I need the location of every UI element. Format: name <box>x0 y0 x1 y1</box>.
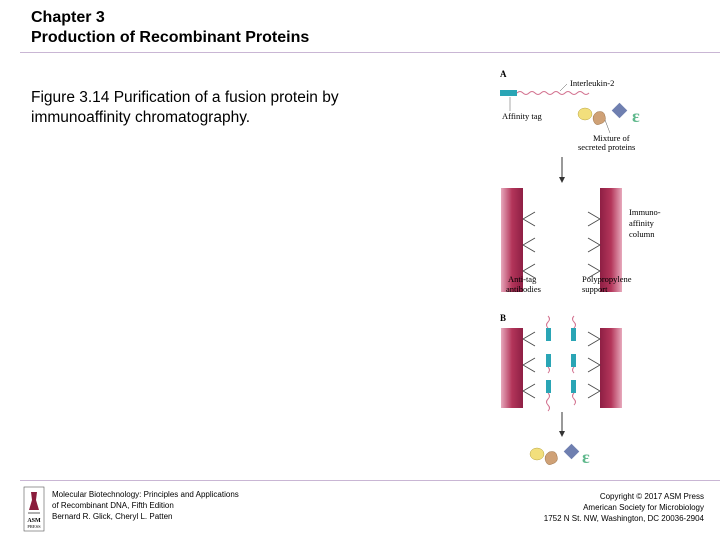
book-title: Molecular Biotechnology: Principles and … <box>52 490 239 499</box>
immuno-label-3: column <box>629 229 655 239</box>
column-left-a <box>501 188 523 292</box>
book-authors: Bernard R. Glick, Cheryl L. Patten <box>52 512 173 521</box>
column-left-b <box>501 328 523 408</box>
antitag-label-2: antibodies <box>506 284 541 294</box>
copyright-line: Copyright © 2017 ASM Press <box>599 492 704 501</box>
slide-header: Chapter 3 Production of Recombinant Prot… <box>31 8 309 48</box>
interleukin-chain <box>516 91 590 95</box>
column-right-b <box>600 328 622 408</box>
tan-protein <box>592 111 606 125</box>
mixture-leader <box>604 119 611 134</box>
interleukin-leader <box>559 83 568 92</box>
affinity-tag <box>500 90 517 96</box>
publisher-line: American Society for Microbiology <box>583 503 704 512</box>
affinity-tag-label: Affinity tag <box>502 111 542 121</box>
asm-press-logo: ASM PRESS <box>23 486 45 532</box>
immuno-label-1: Immuno- <box>629 207 661 217</box>
book-citation: Molecular Biotechnology: Principles and … <box>52 489 239 522</box>
chapter-label: Chapter 3 <box>31 9 105 26</box>
svg-text:ASM: ASM <box>27 518 41 524</box>
diamond-protein-eluted <box>563 443 580 460</box>
polypropylene-label-2: support <box>582 284 608 294</box>
antibodies-a <box>522 211 601 279</box>
green-protein-eluted: ɛ <box>582 447 590 467</box>
panel-b-label: B <box>500 313 506 323</box>
panel-a-label: A <box>500 69 507 79</box>
yellow-protein-eluted <box>529 447 545 461</box>
diamond-protein <box>611 102 628 119</box>
mixture-label-2: secreted proteins <box>578 142 635 152</box>
mixture-label-1: Mixture of <box>593 133 630 143</box>
top-divider <box>20 52 720 53</box>
immunoaffinity-figure: A Interleukin-2 Affinity tag ɛ Mixture o… <box>500 69 661 467</box>
bound-interleukin-b <box>546 315 576 412</box>
chapter-title: Production of Recombinant Proteins <box>31 29 310 46</box>
copyright-block: Copyright © 2017 ASM Press American Soci… <box>544 491 704 524</box>
polypropylene-label-1: Polypropylene <box>582 274 632 284</box>
tan-protein-eluted <box>544 451 558 465</box>
green-protein: ɛ <box>632 106 640 126</box>
bottom-divider <box>20 480 720 481</box>
book-subtitle: of Recombinant DNA, Fifth Edition <box>52 501 174 510</box>
svg-text:PRESS: PRESS <box>27 524 41 529</box>
address-line: 1752 N St. NW, Washington, DC 20036-2904 <box>543 514 704 523</box>
column-right-a <box>600 188 622 292</box>
antibodies-b <box>522 331 601 399</box>
antitag-label-1: Anti-tag <box>508 274 537 284</box>
bound-tags-b <box>546 328 576 393</box>
yellow-protein <box>577 107 593 121</box>
interleukin-label: Interleukin-2 <box>570 78 614 88</box>
figure-caption: Figure 3.14 Purification of a fusion pro… <box>31 89 339 126</box>
immuno-label-2: affinity <box>629 218 655 228</box>
